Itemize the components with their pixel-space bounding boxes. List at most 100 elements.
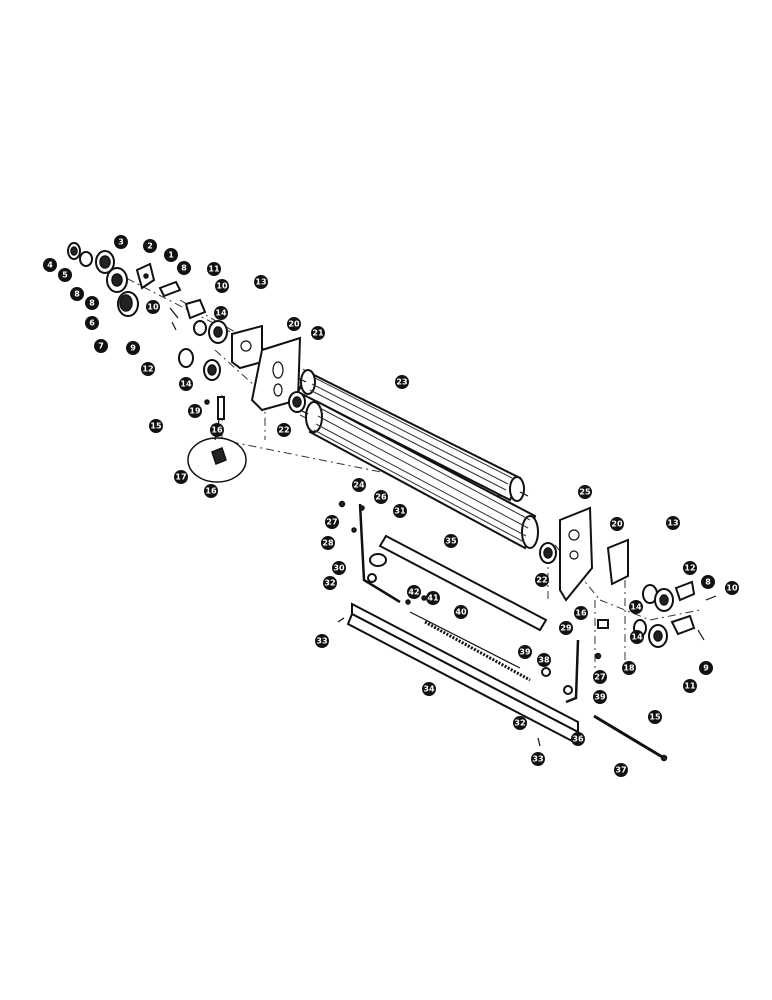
callout-25: 25 [578,485,592,499]
callout-13b: 13 [666,516,680,530]
callout-1: 1 [164,248,178,262]
callout-34: 34 [422,682,436,696]
svg-text:25: 25 [579,488,591,497]
callout-3: 3 [114,235,128,249]
callout-8c: 8 [177,261,191,275]
svg-text:17: 17 [175,473,186,482]
callout-6: 6 [85,316,99,330]
callout-14a: 14 [214,306,228,320]
callout-16c: 16 [574,606,588,620]
svg-text:10: 10 [147,303,159,312]
svg-text:41: 41 [427,594,439,603]
callout-10c: 10 [725,581,739,595]
svg-text:4: 4 [47,261,53,270]
callout-36: 36 [571,732,585,746]
callout-9: 9 [126,341,140,355]
svg-text:16: 16 [205,487,217,496]
svg-text:27: 27 [326,518,337,527]
callout-33b: 33 [531,752,545,766]
svg-text:39: 39 [594,693,606,702]
svg-text:5: 5 [62,271,68,280]
svg-text:24: 24 [353,481,365,490]
callout-30: 30 [332,561,346,575]
svg-text:22: 22 [278,426,289,435]
callout-9b: 9 [699,661,713,675]
callout-31: 31 [393,504,407,518]
svg-text:37: 37 [615,766,626,775]
callout-14c: 14 [629,600,643,614]
svg-text:11: 11 [208,265,220,274]
callout-26: 26 [374,490,388,504]
svg-text:33: 33 [316,637,327,646]
svg-text:39: 39 [519,648,531,657]
left-link-arm [358,503,401,604]
callout-13a: 13 [254,275,268,289]
callout-20a: 20 [287,317,301,331]
svg-text:13: 13 [667,519,678,528]
svg-text:8: 8 [705,578,711,587]
callout-12: 12 [141,362,155,376]
svg-text:18: 18 [623,664,635,673]
callout-29: 29 [559,621,573,635]
callout-16b: 16 [204,484,218,498]
callout-15a: 15 [149,419,163,433]
svg-text:3: 3 [118,238,124,247]
callout-16a: 16 [210,423,224,437]
crossbar [378,534,548,632]
svg-text:26: 26 [375,493,387,502]
callout-23: 23 [395,375,409,389]
svg-text:6: 6 [89,319,95,328]
left-side-plates [231,324,302,412]
svg-text:27: 27 [594,673,605,682]
callout-7: 7 [94,339,108,353]
callout-8a: 8 [70,287,84,301]
svg-text:10: 10 [216,282,228,291]
svg-text:14: 14 [215,309,227,318]
svg-text:36: 36 [572,735,584,744]
callout-18: 18 [622,661,636,675]
svg-text:9: 9 [703,664,709,673]
right-link-arm [541,639,580,704]
callout-14d: 14 [630,630,644,644]
shaft [593,714,668,762]
svg-text:15: 15 [649,713,661,722]
left-end-parts [67,242,228,420]
svg-text:42: 42 [408,588,419,597]
svg-text:21: 21 [312,329,324,338]
callout-41: 41 [426,591,440,605]
callout-32b: 32 [513,716,527,730]
svg-text:14: 14 [630,603,642,612]
svg-text:11: 11 [684,682,696,691]
svg-text:8: 8 [74,290,80,299]
callout-39b: 39 [593,690,607,704]
callout-10b: 10 [215,279,229,293]
callout-4: 4 [43,258,57,272]
svg-text:12: 12 [142,365,153,374]
callout-22a: 22 [277,423,291,437]
svg-text:20: 20 [611,520,623,529]
callout-2: 2 [143,239,157,253]
svg-text:13: 13 [255,278,266,287]
svg-text:30: 30 [333,564,345,573]
callout-21: 21 [311,326,325,340]
right-end-parts [597,538,717,648]
svg-text:16: 16 [211,426,223,435]
callout-15b: 15 [648,710,662,724]
svg-text:22: 22 [536,576,547,585]
callout-20b: 20 [610,517,624,531]
callout-8d: 8 [701,575,715,589]
spring [424,620,531,682]
svg-text:32: 32 [324,579,335,588]
callout-27a: 27 [325,515,339,529]
svg-text:32: 32 [514,719,525,728]
callout-42: 42 [407,585,421,599]
svg-text:35: 35 [445,537,457,546]
callout-24: 24 [352,478,366,492]
callout-19: 19 [188,404,202,418]
svg-text:14: 14 [631,633,643,642]
callout-33a: 33 [315,634,329,648]
svg-text:8: 8 [89,299,95,308]
lower-roller [299,400,539,550]
svg-text:38: 38 [538,656,550,665]
